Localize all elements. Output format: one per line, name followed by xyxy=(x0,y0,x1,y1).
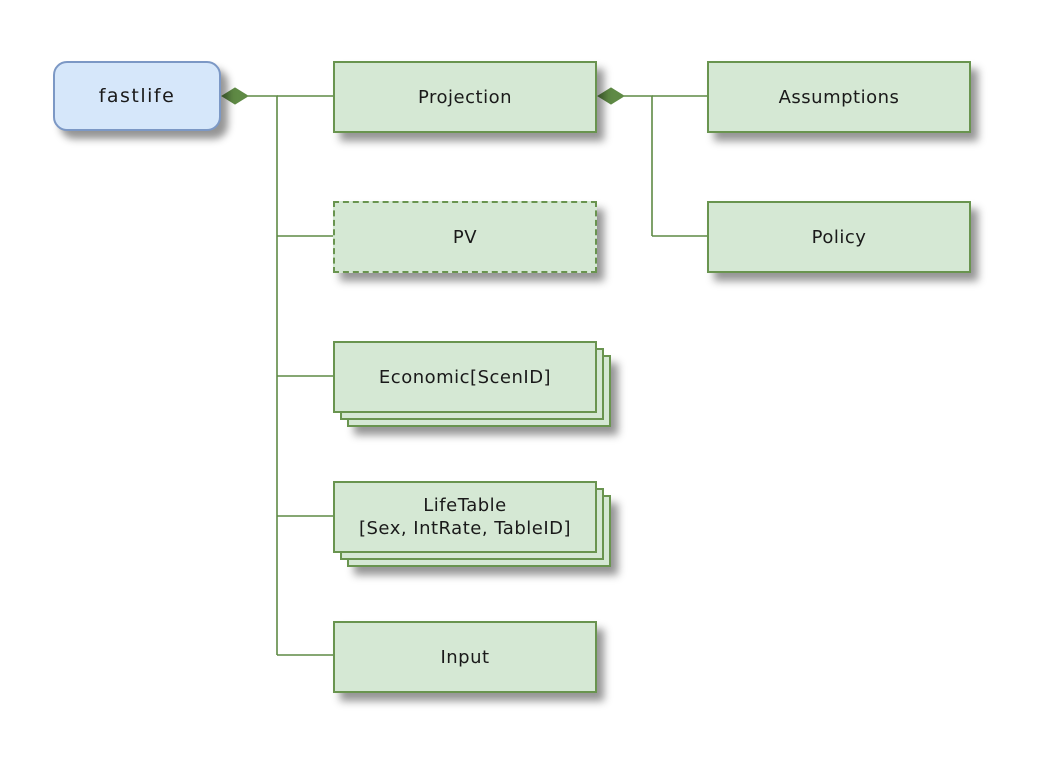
model-label-fastlife: fastlife xyxy=(98,84,176,107)
space-node-assumptions[interactable]: Assumptions xyxy=(707,61,971,133)
space-node-projection[interactable]: Projection xyxy=(333,61,597,133)
connector-projection-trunk xyxy=(624,95,653,236)
model-node-fastlife[interactable]: fastlife xyxy=(53,61,221,131)
composition-diamond-fastlife xyxy=(221,87,249,105)
space-node-pv[interactable]: PV xyxy=(333,201,597,273)
space-label-pv: PV xyxy=(452,226,478,248)
space-node-economic[interactable]: Economic[ScenID] xyxy=(333,341,597,413)
space-label-input: Input xyxy=(440,646,490,668)
space-node-policy[interactable]: Policy xyxy=(707,201,971,273)
space-label-economic: Economic[ScenID] xyxy=(378,366,552,388)
space-label-projection: Projection xyxy=(417,86,512,108)
space-label-lifetable: LifeTable [Sex, IntRate, TableID] xyxy=(358,495,572,539)
connector-fastlife-trunk xyxy=(248,95,278,655)
composition-diamond-projection xyxy=(597,87,625,105)
space-node-lifetable[interactable]: LifeTable [Sex, IntRate, TableID] xyxy=(333,481,597,553)
space-stack-lifetable[interactable]: LifeTable [Sex, IntRate, TableID] xyxy=(333,481,611,567)
space-label-policy: Policy xyxy=(811,226,867,248)
space-stack-economic[interactable]: Economic[ScenID] xyxy=(333,341,611,427)
space-label-assumptions: Assumptions xyxy=(778,86,900,108)
space-node-input[interactable]: Input xyxy=(333,621,597,693)
